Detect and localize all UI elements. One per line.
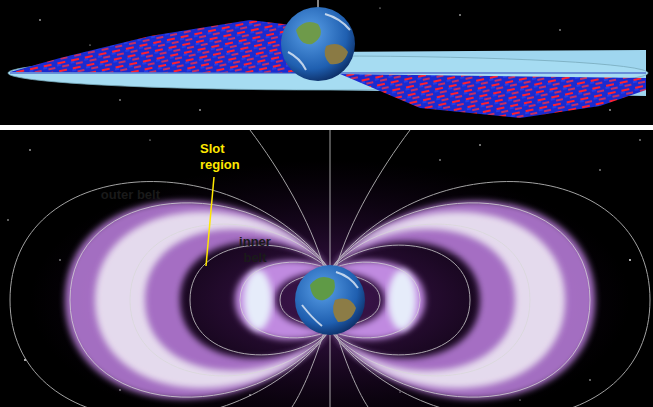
region-label: outer belt bbox=[100, 187, 160, 203]
region-label: Slot region bbox=[200, 141, 252, 173]
region-label: inner belt bbox=[232, 234, 278, 266]
